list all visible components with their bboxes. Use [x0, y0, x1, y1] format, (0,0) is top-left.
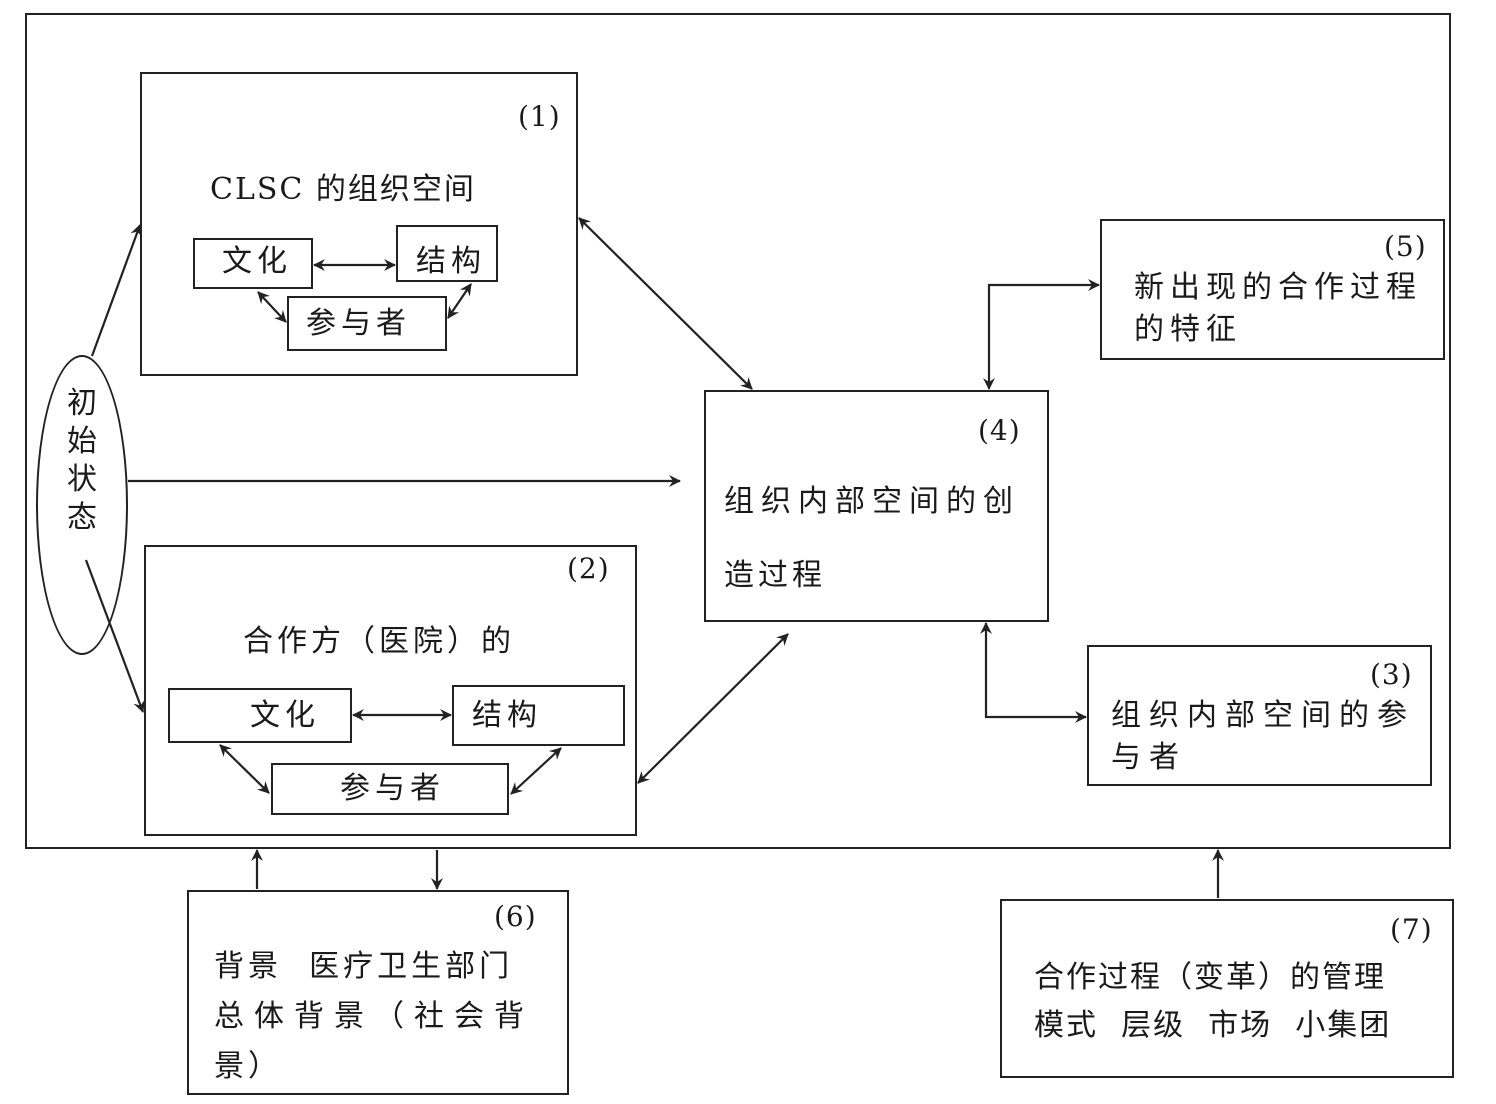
- box-3-line-2: 与者: [1111, 740, 1187, 775]
- box-2-culture: [168, 688, 352, 743]
- outer-frame: [25, 13, 1451, 849]
- box-3-line-1: 组织内部空间的参: [1111, 698, 1415, 733]
- box-1-participants: [287, 296, 447, 351]
- box-1-structure-label: 结构: [416, 244, 486, 279]
- box-5-emerging-features: [1100, 219, 1445, 360]
- box-1-number: (1): [518, 100, 561, 133]
- box-2-participants-label: 参与者: [340, 771, 445, 806]
- box-7-line-1: 合作过程（变革）的管理: [1034, 960, 1386, 995]
- box-2-culture-label: 文化: [250, 698, 320, 733]
- box-1-culture-label: 文化: [222, 244, 292, 279]
- box-6-line-2: 总体背景（社会背: [214, 999, 534, 1034]
- box-7-number: (7): [1390, 913, 1433, 946]
- box-6-background: [187, 890, 569, 1095]
- box-4-line-2: 造过程: [724, 558, 826, 593]
- box-5-line-1: 新出现的合作过程: [1134, 270, 1422, 305]
- box-3-number: (3): [1370, 658, 1413, 691]
- box-2-number: (2): [567, 552, 610, 585]
- box-6-number: (6): [494, 900, 537, 933]
- box-4-creation-process: [704, 390, 1049, 622]
- box-2-title: 合作方（医院）的: [243, 624, 515, 659]
- box-6-line-1: 背景 医疗卫生部门: [214, 949, 514, 984]
- box-4-number: (4): [978, 414, 1021, 447]
- box-2-structure-label: 结构: [472, 698, 542, 733]
- box-2-structure: [452, 685, 625, 746]
- box-1-structure: [396, 225, 498, 282]
- box-1-title: CLSC 的组织空间: [210, 172, 476, 207]
- box-6-line-3: 景）: [214, 1049, 282, 1084]
- box-2-participants: [271, 763, 509, 815]
- box-5-line-2: 的特征: [1134, 312, 1242, 347]
- box-1-culture: [193, 238, 313, 289]
- box-5-number: (5): [1384, 230, 1427, 263]
- box-1-participants-label: 参与者: [306, 306, 411, 341]
- box-7-management-modes: [1000, 899, 1454, 1078]
- box-4-line-1: 组织内部空间的创: [724, 484, 1020, 519]
- initial-state-label: 初始状态: [67, 386, 97, 535]
- box-3-internal-participants: [1087, 645, 1432, 786]
- box-7-line-2: 模式 层级 市场 小集团: [1034, 1008, 1392, 1043]
